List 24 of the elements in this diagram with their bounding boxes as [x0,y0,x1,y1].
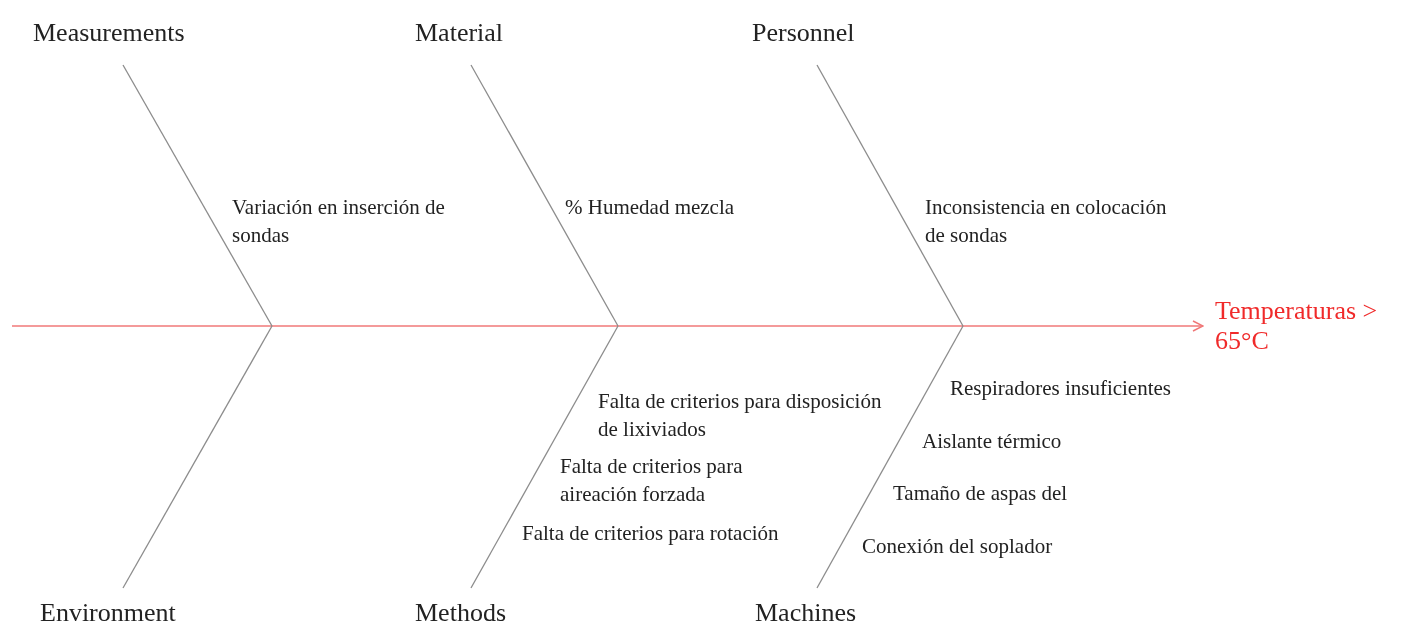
bone-line [470,325,619,589]
cause-label: Falta de criterios para rotación [522,520,780,547]
cause-label: Variación en inserción de sondas [232,194,446,249]
category-label: Machines [755,588,857,628]
category-label: Measurements [33,18,185,65]
spine-arrow [11,320,1204,332]
cause-label: Falta de criterios para aireación forzada [560,453,744,508]
cause-label: Tamaño de aspas del [893,480,1069,507]
category-label: Methods [415,588,506,628]
cause-label: Conexión del soplador [862,533,1054,560]
bone-line [122,64,273,327]
cause-label: Falta de criterios para disposición de lixiviados [598,388,883,443]
category-label: Environment [40,588,176,628]
bone-line [816,325,964,589]
cause-label: % Humedad mezcla [565,194,736,221]
category-label: Material [415,18,504,65]
bone-line [470,64,619,327]
category-label: Personnel [752,18,855,65]
cause-label: Aislante térmico [922,428,1063,455]
bone-line [816,64,964,327]
cause-label: Respiradores insuficientes [950,375,1173,402]
effect-label: Temperaturas > 65°C [1203,296,1390,356]
bone-line [122,325,273,589]
cause-label: Inconsistencia en colocación de sondas [925,194,1168,249]
